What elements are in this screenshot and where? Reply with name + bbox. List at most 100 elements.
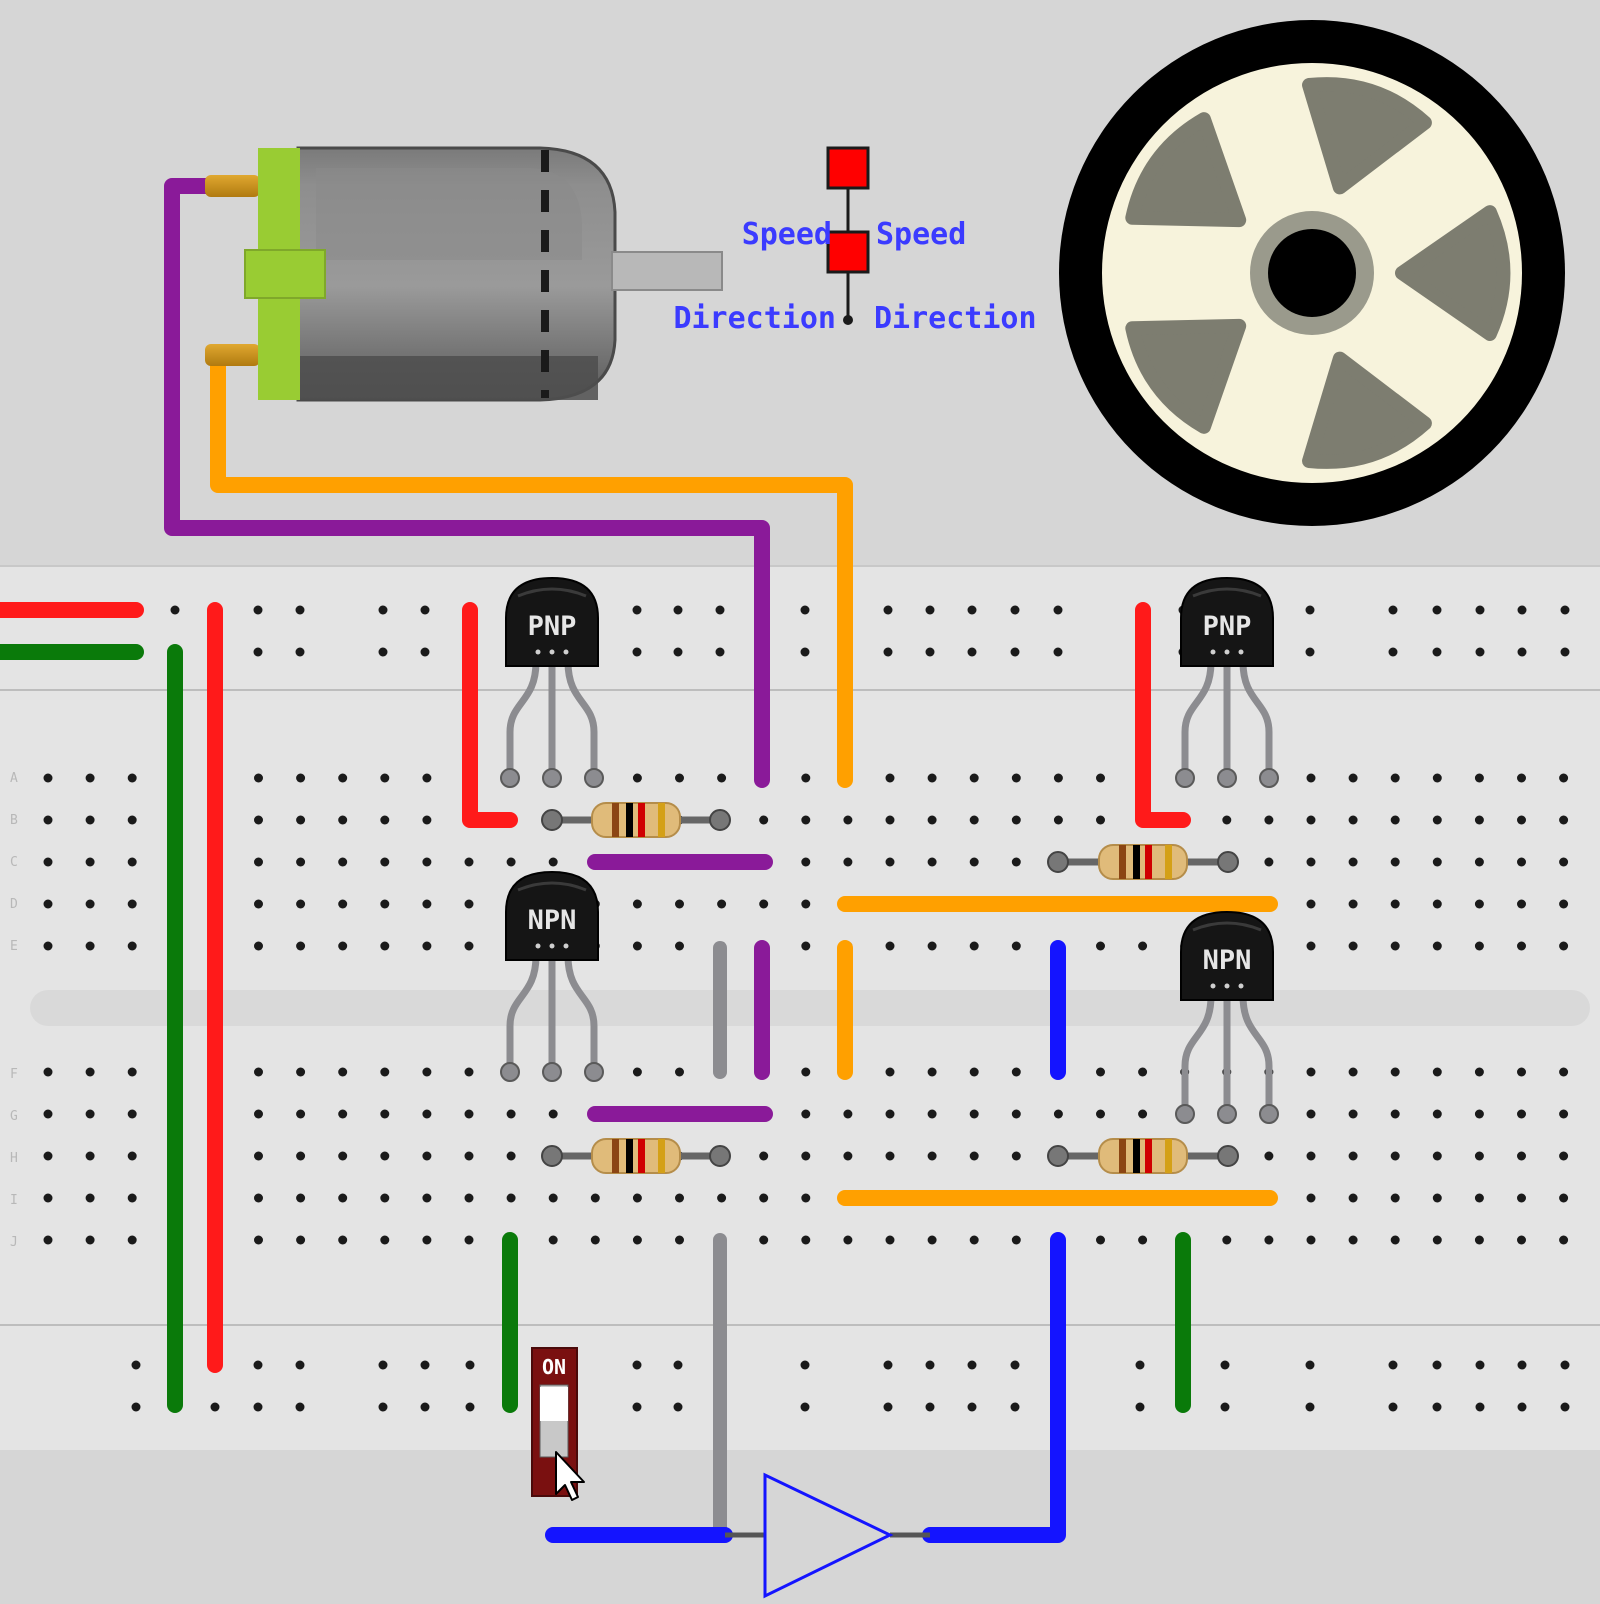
breadboard-hole[interactable] xyxy=(885,857,895,867)
breadboard-hole[interactable] xyxy=(675,941,684,951)
breadboard-hole[interactable] xyxy=(296,773,306,783)
breadboard-hole[interactable] xyxy=(1390,1151,1400,1161)
breadboard-hole[interactable] xyxy=(43,1193,53,1203)
breadboard-hole[interactable] xyxy=(1475,1402,1485,1412)
breadboard-hole[interactable] xyxy=(1011,1151,1021,1161)
breadboard-hole[interactable] xyxy=(632,1235,642,1245)
breadboard-hole[interactable] xyxy=(969,941,979,951)
breadboard-hole[interactable] xyxy=(969,773,979,783)
breadboard-hole[interactable] xyxy=(1348,1235,1358,1245)
breadboard-hole[interactable] xyxy=(883,1360,893,1370)
breadboard-hole[interactable] xyxy=(1011,1109,1021,1119)
breadboard-hole[interactable] xyxy=(127,857,137,867)
breadboard-hole[interactable] xyxy=(1474,941,1484,951)
breadboard-hole[interactable] xyxy=(296,941,306,951)
breadboard-hole[interactable] xyxy=(338,1193,348,1203)
breadboard-hole[interactable] xyxy=(715,647,725,657)
breadboard-hole[interactable] xyxy=(1388,1402,1398,1412)
breadboard-hole[interactable] xyxy=(1517,1109,1526,1119)
breadboard-hole[interactable] xyxy=(380,857,390,867)
breadboard-hole[interactable] xyxy=(927,1151,937,1161)
breadboard-hole[interactable] xyxy=(1474,773,1484,783)
breadboard-hole[interactable] xyxy=(1474,1193,1484,1203)
breadboard-hole[interactable] xyxy=(1559,899,1569,909)
breadboard-hole[interactable] xyxy=(1096,941,1105,951)
breadboard-hole[interactable] xyxy=(1517,815,1526,825)
breadboard-hole[interactable] xyxy=(1390,1193,1400,1203)
speed-input-pin[interactable] xyxy=(826,146,870,190)
breadboard-hole[interactable] xyxy=(1348,1109,1358,1119)
breadboard-hole[interactable] xyxy=(1096,815,1105,825)
breadboard-hole[interactable] xyxy=(1475,647,1485,657)
breadboard-hole[interactable] xyxy=(1559,1193,1569,1203)
breadboard-hole[interactable] xyxy=(1517,1402,1527,1412)
breadboard-hole[interactable] xyxy=(843,857,853,867)
breadboard-hole[interactable] xyxy=(338,1235,348,1245)
breadboard-hole[interactable] xyxy=(380,899,390,909)
breadboard-hole[interactable] xyxy=(967,605,977,615)
breadboard-hole[interactable] xyxy=(632,773,642,783)
breadboard-hole[interactable] xyxy=(1306,773,1316,783)
breadboard-hole[interactable] xyxy=(422,1235,432,1245)
breadboard-hole[interactable] xyxy=(885,1151,895,1161)
breadboard-hole[interactable] xyxy=(1305,1402,1315,1412)
breadboard-hole[interactable] xyxy=(296,1109,306,1119)
breadboard-hole[interactable] xyxy=(1306,899,1316,909)
breadboard-hole[interactable] xyxy=(296,1193,306,1203)
breadboard-hole[interactable] xyxy=(1305,1360,1315,1370)
breadboard-hole[interactable] xyxy=(464,899,474,909)
breadboard-hole[interactable] xyxy=(1432,1360,1442,1370)
breadboard-hole[interactable] xyxy=(801,1193,811,1203)
breadboard-hole[interactable] xyxy=(85,899,95,909)
breadboard-hole[interactable] xyxy=(127,815,137,825)
breadboard-hole[interactable] xyxy=(801,1109,811,1119)
breadboard-hole[interactable] xyxy=(1517,647,1527,657)
breadboard-hole[interactable] xyxy=(254,1067,263,1077)
breadboard-hole[interactable] xyxy=(296,857,306,867)
breadboard-hole[interactable] xyxy=(1010,1402,1020,1412)
breadboard-hole[interactable] xyxy=(1135,1360,1145,1370)
breadboard-hole[interactable] xyxy=(338,941,348,951)
breadboard-hole[interactable] xyxy=(85,857,95,867)
breadboard-hole[interactable] xyxy=(675,899,684,909)
resistor[interactable] xyxy=(541,802,731,838)
breadboard-hole[interactable] xyxy=(1306,857,1316,867)
breadboard-hole[interactable] xyxy=(1559,773,1569,783)
breadboard-hole[interactable] xyxy=(883,1402,893,1412)
breadboard-hole[interactable] xyxy=(759,1235,769,1245)
breadboard-hole[interactable] xyxy=(254,899,263,909)
transistor-pnp-right[interactable]: PNP xyxy=(1175,576,1279,788)
breadboard-hole[interactable] xyxy=(1220,1360,1230,1370)
breadboard-hole[interactable] xyxy=(1474,1109,1484,1119)
resistor[interactable] xyxy=(1047,1138,1239,1174)
breadboard-hole[interactable] xyxy=(883,647,893,657)
breadboard-hole[interactable] xyxy=(506,857,516,867)
breadboard-hole[interactable] xyxy=(1517,773,1526,783)
breadboard-hole[interactable] xyxy=(1388,647,1398,657)
breadboard-hole[interactable] xyxy=(801,1067,811,1077)
breadboard-hole[interactable] xyxy=(759,899,769,909)
breadboard-hole[interactable] xyxy=(1305,605,1315,615)
breadboard-hole[interactable] xyxy=(1096,1235,1105,1245)
breadboard-hole[interactable] xyxy=(1390,899,1400,909)
breadboard-hole[interactable] xyxy=(295,1402,305,1412)
breadboard-hole[interactable] xyxy=(1306,1235,1316,1245)
breadboard-hole[interactable] xyxy=(1348,815,1358,825)
breadboard-hole[interactable] xyxy=(85,1067,95,1077)
wheel-icon[interactable] xyxy=(1059,20,1565,526)
breadboard-hole[interactable] xyxy=(1474,899,1484,909)
breadboard-hole[interactable] xyxy=(1011,1067,1021,1077)
breadboard-hole[interactable] xyxy=(43,815,53,825)
breadboard-hole[interactable] xyxy=(1010,647,1020,657)
breadboard-hole[interactable] xyxy=(1559,1109,1569,1119)
wire-purple-motor[interactable] xyxy=(164,178,770,788)
breadboard-hole[interactable] xyxy=(885,1067,895,1077)
breadboard-hole[interactable] xyxy=(465,1402,475,1412)
breadboard-hole[interactable] xyxy=(1559,857,1569,867)
breadboard-hole[interactable] xyxy=(380,941,390,951)
breadboard-hole[interactable] xyxy=(1348,1151,1358,1161)
breadboard-hole[interactable] xyxy=(1306,941,1316,951)
breadboard-hole[interactable] xyxy=(800,1360,810,1370)
breadboard-hole[interactable] xyxy=(1305,647,1315,657)
breadboard-hole[interactable] xyxy=(422,815,432,825)
